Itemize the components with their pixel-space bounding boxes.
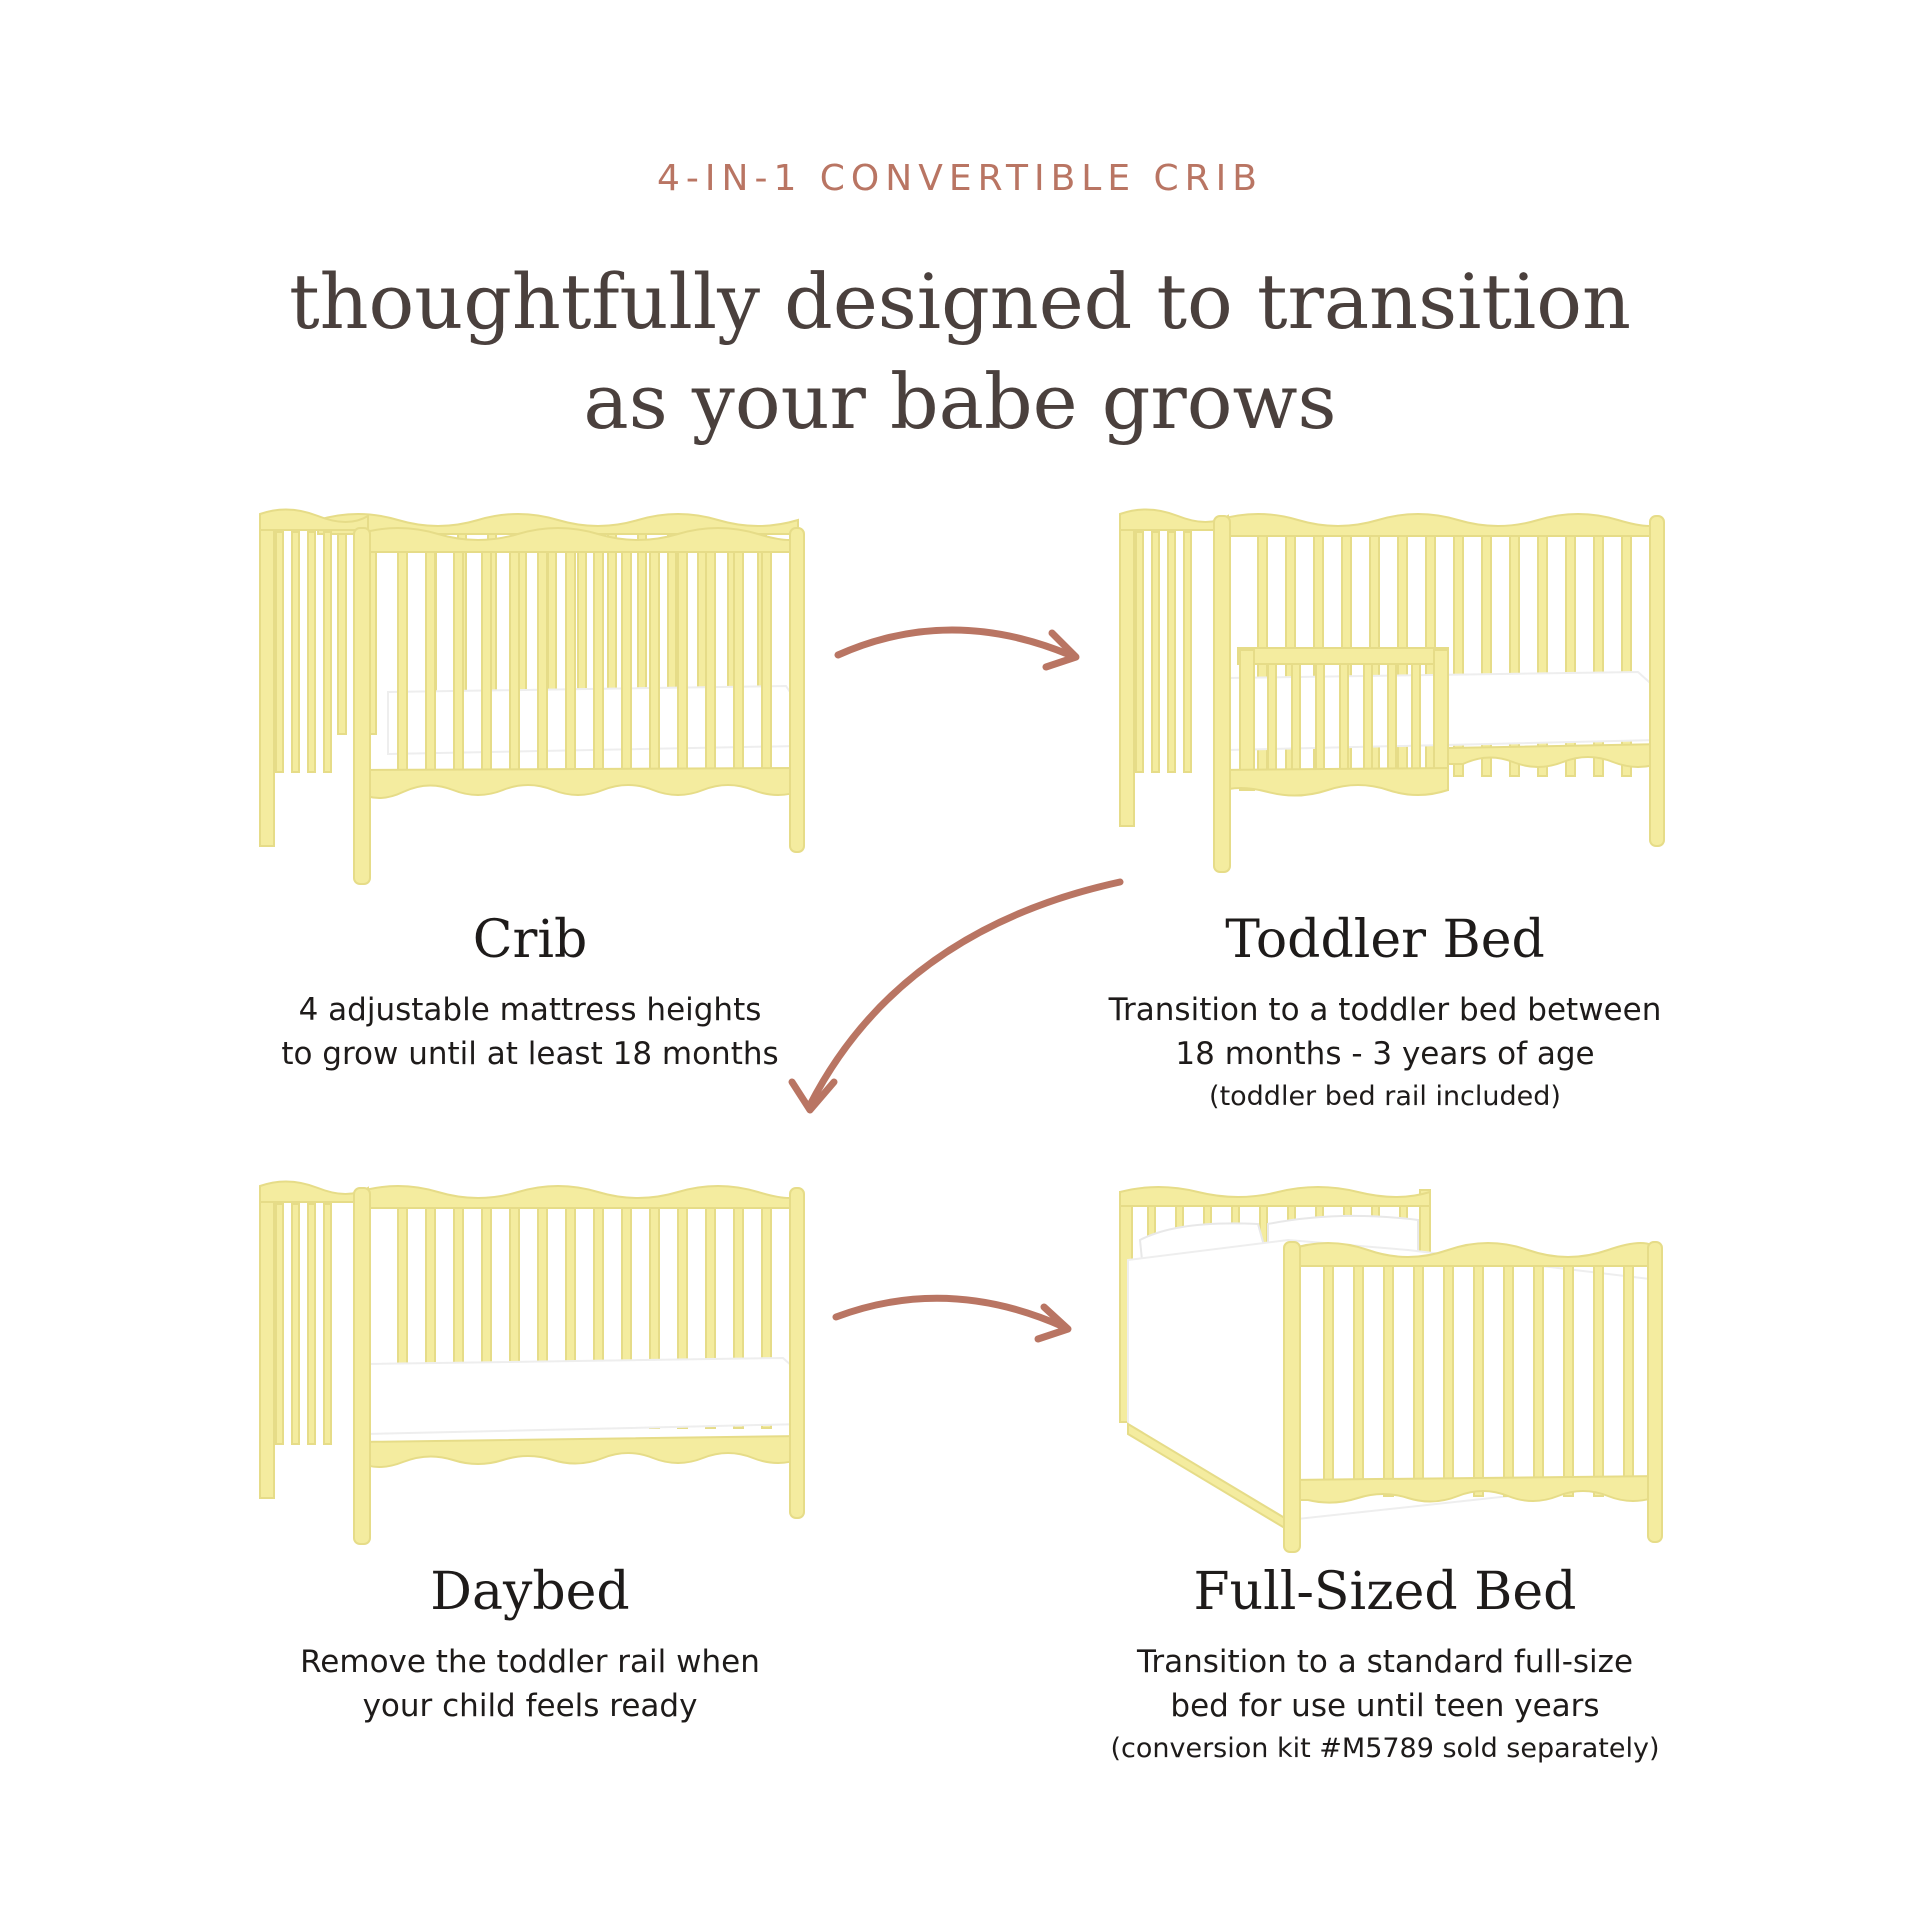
stage-desc-line: your child feels ready: [362, 1688, 698, 1724]
daybed-illustration: [259, 1180, 805, 1545]
stage-title-full-sized-bed: Full-Sized Bed: [1193, 1562, 1577, 1622]
headline: thoughtfully designed to transition as y…: [0, 252, 1920, 452]
stage-desc-full-sized-bed: Transition to a standard full-size bed f…: [1005, 1640, 1765, 1770]
stage-note: (conversion kit #M5789 sold separately): [1110, 1733, 1660, 1764]
headline-line-2: as your babe grows: [583, 357, 1337, 446]
stage-desc-daybed: Remove the toddler rail when your child …: [150, 1640, 910, 1728]
stage-desc-line: Transition to a toddler bed between: [1108, 992, 1662, 1028]
eyebrow-label: 4-IN-1 CONVERTIBLE CRIB: [657, 158, 1263, 199]
arrow-crib-to-toddler-icon: [834, 626, 1080, 671]
stage-desc-line: 4 adjustable mattress heights: [298, 992, 762, 1028]
stage-desc-toddler-bed: Transition to a toddler bed between 18 m…: [1005, 988, 1765, 1118]
stage-desc-line: to grow until at least 18 months: [281, 1036, 779, 1072]
stage-desc-line: Remove the toddler rail when: [300, 1644, 760, 1680]
stage-note: (toddler bed rail included): [1209, 1081, 1561, 1112]
stage-title-crib: Crib: [472, 910, 588, 970]
stage-title-toddler-bed: Toddler Bed: [1225, 910, 1545, 970]
toddler-bed-illustration: [1119, 508, 1665, 873]
arrow-daybed-to-full-icon: [832, 1294, 1072, 1343]
stage-desc-crib: 4 adjustable mattress heights to grow un…: [150, 988, 910, 1076]
stage-title-daybed: Daybed: [430, 1562, 630, 1622]
stage-desc-line: 18 months - 3 years of age: [1175, 1036, 1595, 1072]
stage-desc-line: bed for use until teen years: [1170, 1688, 1600, 1724]
arrow-toddler-to-daybed-icon: [788, 878, 1124, 1114]
crib-illustration: [259, 508, 805, 885]
stage-desc-line: Transition to a standard full-size: [1136, 1644, 1634, 1680]
full-sized-bed-illustration: [1119, 1186, 1663, 1553]
headline-line-1: thoughtfully designed to transition: [289, 257, 1631, 346]
